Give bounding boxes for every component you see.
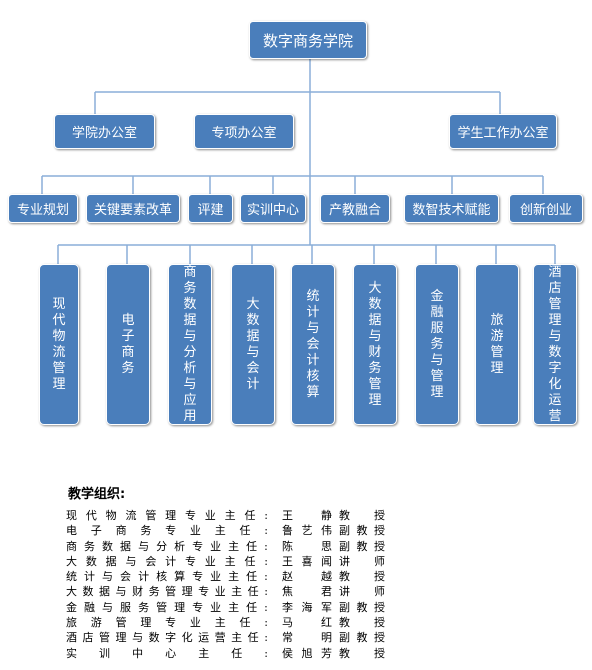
dept-node-reform: 关键要素改革 <box>86 194 180 223</box>
staff-role: 现代物流管理专业主任: <box>66 509 268 522</box>
staff-name: 常明 <box>282 631 332 645</box>
major-label: 金融服务与管理 <box>430 288 444 400</box>
staff-name: 侯旭芳 <box>282 646 332 660</box>
staff-list: 现代物流管理专业主任:王静教授电子商务专业主任:鲁艺伟副教授商务数据与分析专业主… <box>66 508 385 661</box>
office-node-student: 学生工作办公室 <box>449 114 557 149</box>
major-label: 旅游管理 <box>490 312 504 376</box>
staff-title: 副教授 <box>339 524 385 538</box>
staff-row: 实训中心主任: 侯旭芳教授 <box>66 646 385 661</box>
teaching-org-title: 教学组织: <box>68 487 126 502</box>
staff-title: 副教授 <box>339 631 385 645</box>
dept-node-industry-education: 产教融合 <box>320 194 390 223</box>
major-node-hotel: 酒店管理与数字化运营 <box>533 264 577 425</box>
staff-title: 教授 <box>339 509 385 522</box>
major-node-logistics: 现代物流管理 <box>39 264 79 425</box>
major-node-finance-service: 金融服务与管理 <box>415 264 459 425</box>
staff-role: 商务数据与分析专业主任: <box>66 539 268 553</box>
major-label: 酒店管理与数字化运营 <box>548 264 562 424</box>
major-label: 大数据与会计 <box>246 296 260 392</box>
staff-name: 李海军 <box>282 600 332 614</box>
staff-name: 王喜闻 <box>282 554 332 568</box>
major-label: 统计与会计核算 <box>306 288 320 400</box>
staff-title: 教授 <box>339 616 385 630</box>
staff-title: 教授 <box>339 646 385 660</box>
dept-node-training-center: 实训中心 <box>240 194 306 223</box>
major-label: 大数据与财务管理 <box>368 280 382 408</box>
office-node-special: 专项办公室 <box>194 114 294 149</box>
major-node-bigdata-accounting: 大数据与会计 <box>231 264 275 425</box>
staff-name: 焦君 <box>282 585 332 599</box>
staff-name: 马红 <box>282 616 332 630</box>
major-node-statistics-accounting: 统计与会计核算 <box>291 264 335 425</box>
staff-name: 鲁艺伟 <box>282 524 332 538</box>
staff-row: 统计与会计核算专业主任: 赵越教授 <box>66 569 385 584</box>
staff-row: 现代物流管理专业主任: 王静教授 <box>66 508 385 523</box>
staff-row: 旅游管理专业主任: 马红教授 <box>66 615 385 630</box>
staff-title: 副教授 <box>339 600 385 614</box>
staff-name: 赵越 <box>282 570 332 584</box>
staff-row: 金融与服务管理专业主任: 李海军副教授 <box>66 600 385 615</box>
staff-title: 副教授 <box>339 539 385 553</box>
major-node-tourism: 旅游管理 <box>475 264 519 425</box>
staff-role: 电子商务专业主任: <box>66 524 268 538</box>
staff-role: 实训中心主任: <box>66 646 268 660</box>
staff-role: 金融与服务管理专业主任: <box>66 600 268 614</box>
major-label: 商务数据与分析与应用 <box>183 264 197 424</box>
staff-row: 酒店管理与数字化运营主任: 常明副教授 <box>66 630 385 645</box>
major-node-ecommerce: 电子商务 <box>106 264 150 425</box>
dept-node-planning: 专业规划 <box>8 194 78 223</box>
staff-role: 酒店管理与数字化运营主任: <box>66 631 268 645</box>
staff-row: 大数据与财务管理专业主任: 焦君讲师 <box>66 584 385 599</box>
staff-role: 旅游管理专业主任: <box>66 616 268 630</box>
staff-title: 教授 <box>339 570 385 584</box>
staff-name: 陈思 <box>282 539 332 553</box>
staff-title: 讲师 <box>339 554 385 568</box>
office-node-college: 学院办公室 <box>54 114 155 149</box>
staff-role: 统计与会计核算专业主任: <box>66 570 268 584</box>
staff-name: 王静 <box>282 509 332 522</box>
staff-role: 大数据与财务管理专业主任: <box>66 585 268 599</box>
dept-node-digital-tech: 数智技术赋能 <box>404 194 499 223</box>
staff-role: 大数据与会计专业主任: <box>66 554 268 568</box>
staff-title: 讲师 <box>339 585 385 599</box>
dept-node-evaluation: 评建 <box>188 194 233 223</box>
dept-node-innovation: 创新创业 <box>509 194 583 223</box>
major-node-bigdata-finance: 大数据与财务管理 <box>353 264 397 425</box>
staff-row: 商务数据与分析专业主任: 陈思副教授 <box>66 539 385 554</box>
staff-row: 电子商务专业主任: 鲁艺伟副教授 <box>66 523 385 538</box>
staff-row: 大数据与会计专业主任: 王喜闻讲师 <box>66 554 385 569</box>
major-label: 现代物流管理 <box>52 296 66 392</box>
major-label: 电子商务 <box>121 312 135 376</box>
major-node-business-data: 商务数据与分析与应用 <box>168 264 212 425</box>
root-node: 数字商务学院 <box>249 21 367 59</box>
